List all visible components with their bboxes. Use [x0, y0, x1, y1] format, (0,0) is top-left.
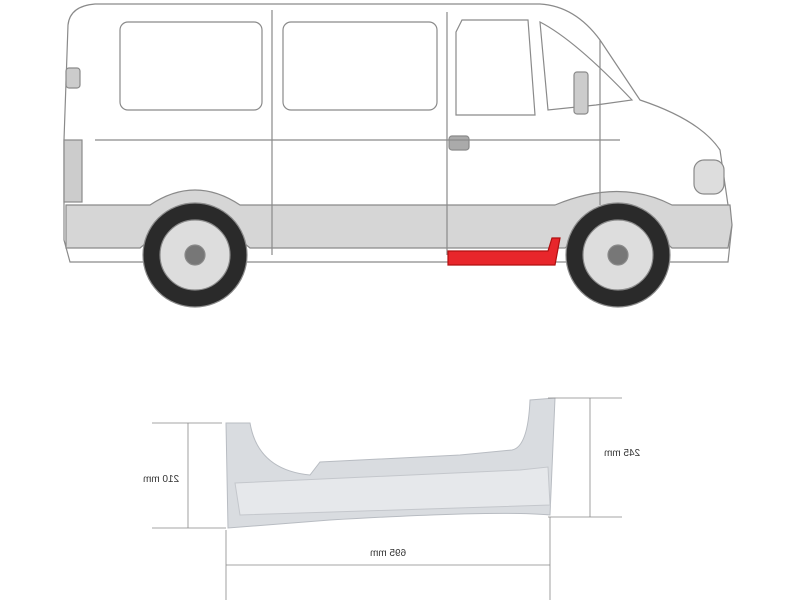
- front-door-window: [455, 19, 536, 116]
- front-wheel: [565, 202, 671, 308]
- highlighted-sill-panel: [447, 237, 561, 266]
- height-right-label: 245 mm: [604, 448, 641, 459]
- mirror: [573, 71, 589, 115]
- rear-wheel: [142, 202, 248, 308]
- rear-window: [119, 21, 263, 111]
- middle-window: [282, 21, 438, 111]
- windshield: [539, 20, 634, 111]
- length-label: 695 mm: [370, 548, 407, 559]
- dimension-lines: [152, 397, 622, 600]
- rear-light: [65, 67, 81, 89]
- headlight: [693, 159, 725, 195]
- tail-light: [63, 139, 83, 203]
- van-illustration: [63, 3, 733, 308]
- height-left-label: 210 mm: [143, 474, 180, 485]
- door-handle: [448, 135, 470, 151]
- sill-part-photo: [225, 397, 556, 529]
- sill-lower-rib: [234, 466, 551, 516]
